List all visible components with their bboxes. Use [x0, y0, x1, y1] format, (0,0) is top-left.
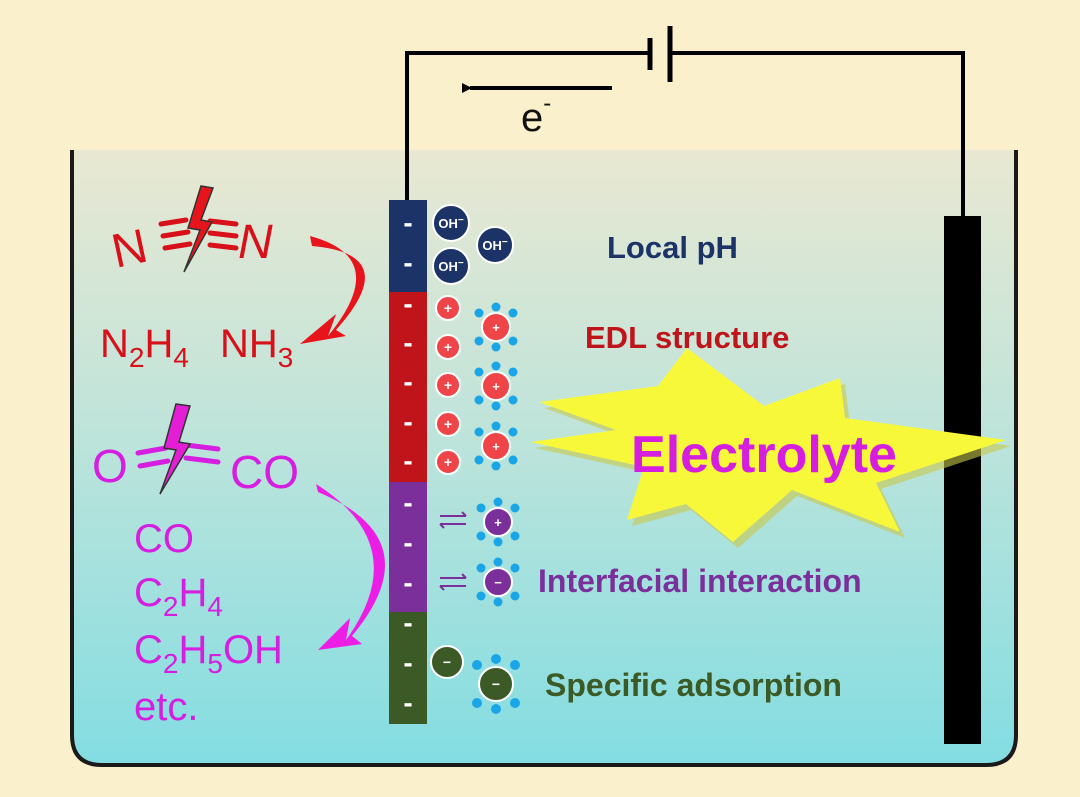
- electrode-charge: -: [403, 527, 412, 558]
- local-ph-label: Local pH: [607, 230, 738, 265]
- electrode-segment-edl: [389, 292, 427, 482]
- electrolyte-burst: [530, 348, 1006, 542]
- electrode-charge: -: [403, 567, 412, 598]
- electrode-charge: -: [403, 687, 412, 718]
- triple-bond: [158, 217, 239, 251]
- svg-text:+: +: [444, 454, 452, 470]
- electrode-charge: -: [403, 207, 412, 238]
- electrode-charge: -: [403, 647, 412, 678]
- electrode-segment-specific: [389, 612, 427, 724]
- lightning-bolt-icon: [159, 403, 192, 495]
- hydrated-cation: +: [474, 361, 518, 411]
- electrode-segment-interfacial: [389, 482, 427, 612]
- hydrated-cations: + + +: [474, 302, 518, 471]
- svg-text:−: −: [492, 676, 500, 692]
- etc-label: etc.: [134, 685, 198, 729]
- cation: +: [435, 372, 461, 398]
- hydroxide-ion: OH−: [432, 247, 470, 285]
- svg-text:+: +: [492, 439, 500, 454]
- adsorbed-anion: −: [430, 645, 464, 679]
- specific-adsorption-ions: − −: [430, 645, 520, 714]
- counter-electrode: [944, 216, 981, 744]
- svg-text:+: +: [444, 339, 452, 355]
- electrode-charge: -: [403, 406, 412, 437]
- carbon-products: CO C2H4 C2H5OH etc.: [134, 517, 283, 729]
- hydrated-cation: +: [474, 421, 518, 471]
- hydrated-cation: +: [474, 302, 518, 352]
- working-electrode: [389, 200, 427, 724]
- svg-text:−: −: [494, 575, 502, 590]
- hydrated-cation: +: [476, 497, 520, 547]
- electrode-charge: -: [403, 327, 412, 358]
- svg-text:OH−: OH−: [482, 237, 508, 253]
- electrode-charge: -: [403, 607, 412, 638]
- oxygen-atom-left: O: [92, 440, 128, 492]
- svg-text:OH−: OH−: [438, 215, 464, 231]
- electrolyte-label: Electrolyte: [631, 426, 897, 484]
- svg-text:+: +: [492, 379, 500, 394]
- double-bond: [135, 442, 221, 469]
- hydroxide-ion: OH−: [432, 204, 470, 242]
- specific-adsorption-label: Specific adsorption: [545, 667, 842, 703]
- carbon-monoxide-reactant: CO: [230, 446, 299, 498]
- electrolyte: [72, 150, 1016, 765]
- ammonia-product: NH3: [220, 322, 293, 373]
- electrode-charges: - - - - - - - - - - - - -: [403, 207, 412, 718]
- hydrated-anion: −: [476, 557, 520, 607]
- svg-text:+: +: [494, 515, 502, 530]
- cation: +: [435, 295, 461, 321]
- electrode-charge: -: [403, 445, 412, 476]
- co-product: CO: [134, 517, 194, 561]
- svg-text:−: −: [443, 654, 451, 670]
- nitrogen-reaction-arrow: [300, 236, 365, 344]
- hydroxide-ions: OH− OH− OH−: [432, 204, 514, 285]
- svg-text:+: +: [444, 377, 452, 393]
- svg-text:OH−: OH−: [438, 258, 464, 274]
- svg-text:+: +: [444, 300, 452, 316]
- electrode-charge: -: [403, 487, 412, 518]
- electrode-charge: -: [403, 288, 412, 319]
- hydrated-anion: −: [472, 654, 520, 714]
- ethanol-product: C2H5OH: [134, 628, 283, 679]
- exchange-arrows-icon: [439, 511, 467, 591]
- electrode-charge: -: [403, 247, 412, 278]
- edl-cations: + + + + +: [435, 295, 461, 475]
- cation: +: [435, 411, 461, 437]
- ethylene-product: C2H4: [134, 571, 223, 622]
- carbon-dioxide-molecule: O CO: [92, 403, 299, 498]
- beaker: [70, 150, 1018, 767]
- svg-text:+: +: [492, 320, 500, 335]
- cation: +: [435, 449, 461, 475]
- cation: +: [435, 334, 461, 360]
- interfacial-ions: + −: [439, 497, 520, 607]
- carbon-reaction-arrow: [316, 484, 385, 650]
- external-circuit: [405, 51, 965, 220]
- svg-text:+: +: [444, 416, 452, 432]
- interfacial-interaction-label: Interfacial interaction: [538, 563, 862, 599]
- hydroxide-ion: OH−: [476, 226, 514, 264]
- edl-structure-label: EDL structure: [585, 320, 789, 355]
- electrode-charge: -: [403, 366, 412, 397]
- electron-label: e-: [521, 90, 551, 140]
- hydrazine-product: N2H4: [100, 322, 189, 373]
- nitrogen-molecule: N N: [107, 185, 273, 279]
- electrode-segment-local-ph: [389, 200, 427, 292]
- nitrogen-atom-right: N: [238, 216, 273, 269]
- lightning-bolt-icon: [183, 185, 215, 273]
- battery-icon: [647, 26, 673, 82]
